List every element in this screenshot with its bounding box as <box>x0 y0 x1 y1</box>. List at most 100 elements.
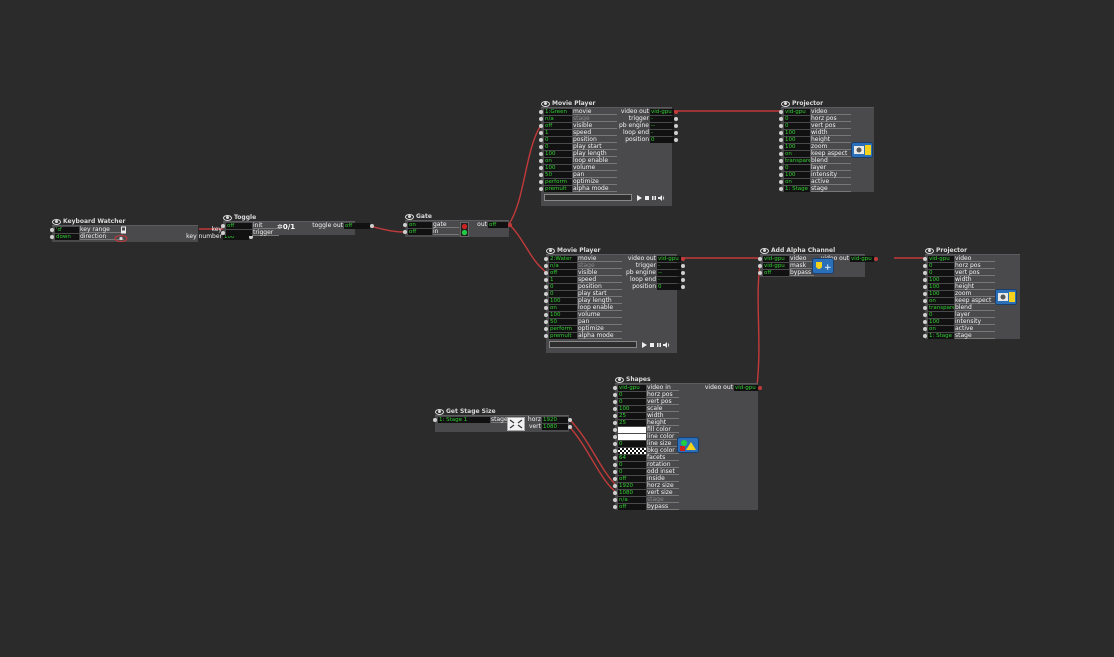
input-value[interactable]: 1920 <box>618 482 646 489</box>
output-value[interactable]: -- <box>650 122 674 129</box>
output-port[interactable] <box>249 234 253 239</box>
input-value[interactable]: 100 <box>549 311 577 318</box>
input-value[interactable]: perform <box>549 325 577 332</box>
input-port[interactable] <box>923 326 927 331</box>
input-value[interactable]: 1:Green <box>544 108 572 115</box>
input-value[interactable]: 50 <box>549 318 577 325</box>
input-value[interactable]: vid-gpu <box>763 255 789 262</box>
input-value[interactable]: 100 <box>928 290 954 297</box>
output-port[interactable] <box>674 109 678 114</box>
output-port[interactable] <box>568 417 572 422</box>
input-value[interactable]: 100 <box>928 283 954 290</box>
input-value[interactable]: 1 <box>549 276 577 283</box>
input-port[interactable] <box>923 305 927 310</box>
input-value[interactable]: on <box>928 325 954 332</box>
input-value[interactable]: transpare <box>784 157 810 164</box>
input-port[interactable] <box>613 448 617 453</box>
output-value[interactable]: 1920 <box>542 416 568 423</box>
input-port[interactable] <box>50 234 54 239</box>
input-value[interactable]: 100 <box>928 318 954 325</box>
projector-icon[interactable] <box>995 289 1017 305</box>
input-port[interactable] <box>539 165 543 170</box>
eye-icon[interactable] <box>52 218 61 225</box>
input-port[interactable] <box>544 312 548 317</box>
play-icon[interactable] <box>641 342 647 348</box>
input-port[interactable] <box>221 230 225 235</box>
input-value[interactable]: 'd' <box>55 226 79 233</box>
input-port[interactable] <box>544 326 548 331</box>
input-value[interactable]: 1080 <box>618 489 646 496</box>
output-port[interactable] <box>674 123 678 128</box>
input-port[interactable] <box>539 186 543 191</box>
stage-size-icon[interactable] <box>507 417 525 431</box>
input-value[interactable]: premult <box>549 332 577 339</box>
output-port[interactable] <box>681 256 685 261</box>
projector-icon[interactable] <box>851 142 873 158</box>
input-port[interactable] <box>613 385 617 390</box>
input-value[interactable]: 0 <box>618 468 646 475</box>
output-port[interactable] <box>681 270 685 275</box>
input-value[interactable]: 100 <box>784 129 810 136</box>
input-port[interactable] <box>544 333 548 338</box>
output-value[interactable]: vid-gpu <box>734 384 758 391</box>
input-port[interactable] <box>539 109 543 114</box>
input-port[interactable] <box>544 270 548 275</box>
input-port[interactable] <box>923 312 927 317</box>
input-value[interactable]: down <box>55 233 79 240</box>
actor-title[interactable]: Projector <box>781 100 823 107</box>
output-port[interactable] <box>681 284 685 289</box>
input-port[interactable] <box>779 116 783 121</box>
input-port[interactable] <box>544 284 548 289</box>
input-value[interactable]: 100 <box>618 405 646 412</box>
eye-icon[interactable] <box>781 100 790 107</box>
input-value[interactable]: n/a <box>549 262 577 269</box>
input-value[interactable]: 1 <box>544 129 572 136</box>
output-value[interactable]: 0 <box>657 283 681 290</box>
input-value[interactable]: 100 <box>544 150 572 157</box>
input-port[interactable] <box>539 151 543 156</box>
input-port[interactable] <box>613 434 617 439</box>
input-value[interactable]: 0 <box>784 122 810 129</box>
input-value[interactable]: 0 <box>618 440 646 447</box>
input-port[interactable] <box>779 186 783 191</box>
input-value[interactable]: 100 <box>784 143 810 150</box>
output-value[interactable]: off <box>344 222 370 229</box>
actor-title[interactable]: Movie Player <box>546 247 600 254</box>
input-port[interactable] <box>779 151 783 156</box>
input-port[interactable] <box>539 130 543 135</box>
input-port[interactable] <box>923 284 927 289</box>
eye-icon[interactable] <box>405 213 414 220</box>
input-port[interactable] <box>779 130 783 135</box>
eye-icon[interactable] <box>546 247 555 254</box>
output-port[interactable] <box>674 130 678 135</box>
input-port[interactable] <box>923 270 927 275</box>
input-value[interactable]: off <box>618 475 646 482</box>
input-port[interactable] <box>779 165 783 170</box>
input-port[interactable] <box>539 123 543 128</box>
position-scrubber[interactable] <box>549 341 637 348</box>
output-port[interactable] <box>370 223 374 228</box>
input-port[interactable] <box>923 277 927 282</box>
input-port[interactable] <box>779 179 783 184</box>
input-value[interactable] <box>618 426 646 433</box>
input-port[interactable] <box>779 158 783 163</box>
input-port[interactable] <box>758 270 762 275</box>
input-port[interactable] <box>613 406 617 411</box>
input-port[interactable] <box>544 305 548 310</box>
input-value[interactable]: 100 <box>784 171 810 178</box>
input-value[interactable]: 1: Stage <box>928 332 954 339</box>
input-port[interactable] <box>613 483 617 488</box>
input-value[interactable]: 0 <box>928 262 954 269</box>
input-port[interactable] <box>613 413 617 418</box>
input-port[interactable] <box>613 476 617 481</box>
input-value[interactable]: on <box>784 178 810 185</box>
input-port[interactable] <box>923 319 927 324</box>
input-value[interactable]: 0 <box>784 115 810 122</box>
